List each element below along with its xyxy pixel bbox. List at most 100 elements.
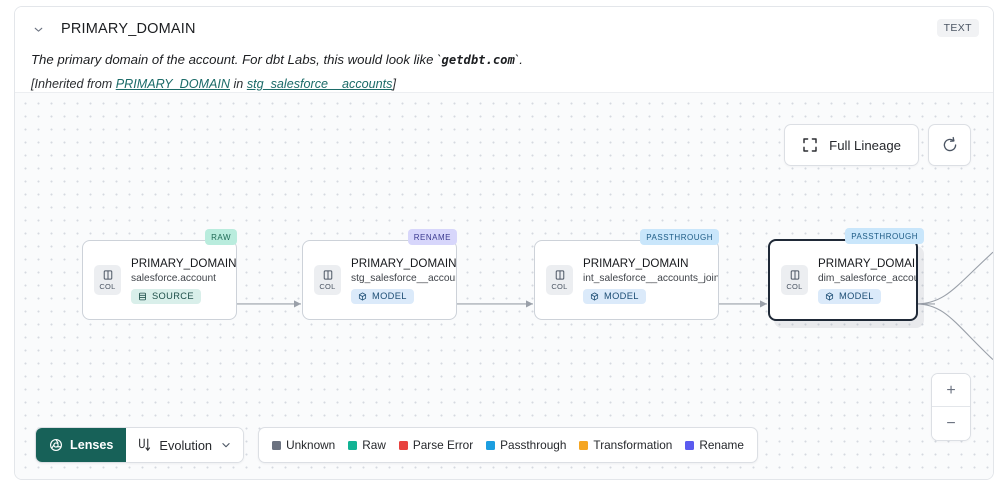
evolution-dropdown[interactable]: Evolution [126, 428, 244, 462]
node-1-pill-label: SOURCE [152, 291, 194, 301]
refresh-button[interactable] [928, 124, 971, 166]
node-1-col-label: COL [99, 282, 116, 291]
column-icon: COL [314, 265, 341, 295]
inherited-column-link[interactable]: PRIMARY_DOMAIN [115, 76, 230, 91]
legend-swatch [486, 440, 496, 450]
node-2-pill-label: MODEL [372, 291, 407, 301]
database-icon [139, 292, 146, 300]
zoom-controls: + − [931, 373, 971, 441]
status-badge: TEXT [936, 19, 979, 37]
lenses-label: Lenses [70, 438, 114, 452]
legend-swatch [348, 440, 358, 450]
column-icon: COL [546, 265, 573, 295]
cube-icon [825, 291, 834, 301]
legend-label: Rename [699, 438, 744, 452]
lineage-canvas[interactable]: Full Lineage RAW [15, 92, 993, 479]
node-4-title: PRIMARY_DOMAIN [818, 256, 916, 270]
node-1-tag: RAW [205, 229, 237, 245]
description-suffix: `. [514, 52, 523, 67]
node-3-type-pill: MODEL [583, 288, 646, 304]
legend-swatch [579, 440, 589, 450]
evolution-icon [137, 437, 151, 453]
legend-label: Unknown [286, 438, 336, 452]
lineage-legend: Unknown Raw Parse Error Passthrough [258, 427, 758, 463]
chevron-down-icon[interactable] [29, 20, 47, 38]
arrowhead-3 [760, 300, 767, 308]
node-2-body: PRIMARY_DOMAIN stg_salesforce__accounts … [351, 257, 456, 304]
cube-icon [590, 291, 599, 301]
node-3-title: PRIMARY_DOMAIN [583, 256, 689, 270]
lineage-node-3[interactable]: PASSTHROUGH COL PRIMARY_DOMAIN int_sales… [534, 229, 719, 320]
column-detail-card: PRIMARY_DOMAIN TEXT The primary domain o… [14, 6, 994, 480]
node-2-type-pill: MODEL [351, 288, 414, 304]
inherited-from-line: [Inherited from PRIMARY_DOMAIN in stg_sa… [15, 77, 993, 92]
node-3-col-label: COL [551, 282, 568, 291]
card-header: PRIMARY_DOMAIN TEXT The primary domain o… [15, 7, 993, 92]
node-4-pill-label: MODEL [839, 291, 874, 301]
node-2-title: PRIMARY_DOMAIN [351, 256, 456, 270]
legend-swatch [398, 440, 408, 450]
node-1-subtitle: salesforce.account [131, 272, 216, 284]
inherited-middle: in [230, 76, 247, 91]
full-lineage-label: Full Lineage [829, 137, 901, 153]
node-2-subtitle: stg_salesforce__accounts [351, 272, 456, 284]
chevron-down-icon [220, 439, 232, 451]
inherited-model-link[interactable]: stg_salesforce__accounts [246, 76, 393, 91]
legend-label: Transformation [593, 438, 673, 452]
column-description: The primary domain of the account. For d… [15, 52, 993, 68]
legend-label: Passthrough [500, 438, 567, 452]
legend-item: Unknown [272, 438, 335, 452]
lens-icon [49, 438, 63, 452]
lineage-node-2[interactable]: RENAME COL PRIMARY_DOMAIN stg_salesforce… [302, 229, 457, 320]
refresh-icon [941, 136, 959, 154]
lineage-edges [236, 251, 993, 361]
legend-item: Raw [348, 438, 386, 452]
inherited-prefix: [Inherited from [31, 76, 116, 91]
node-3-tag: PASSTHROUGH [640, 229, 719, 245]
lenses-evolution-group: Lenses Evolution [35, 427, 245, 463]
legend-item: Parse Error [398, 438, 474, 452]
node-1-body: PRIMARY_DOMAIN__C salesforce.account SOU… [131, 257, 236, 304]
zoom-in-button[interactable]: + [932, 374, 970, 407]
column-icon: COL [94, 265, 121, 295]
node-3-subtitle: int_salesforce__accounts_joined [583, 272, 718, 284]
legend-label: Raw [362, 438, 386, 452]
legend-swatch [685, 440, 695, 450]
node-1-type-pill: SOURCE [131, 288, 201, 304]
arrowhead-1 [294, 300, 301, 308]
lineage-node-4[interactable]: PASSTHROUGH COL PRIMARY_DOMAIN dim_sales… [768, 228, 924, 321]
legend-label: Parse Error [412, 438, 474, 452]
expand-corners-icon [802, 137, 818, 153]
node-1-title: PRIMARY_DOMAIN__C [131, 256, 236, 270]
node-3-pill-label: MODEL [604, 291, 639, 301]
node-3-body: PRIMARY_DOMAIN int_salesforce__accounts_… [583, 257, 718, 304]
title-row: PRIMARY_DOMAIN [15, 7, 993, 45]
legend-swatch [272, 440, 282, 450]
evolution-label: Evolution [159, 437, 213, 453]
lenses-button[interactable]: Lenses [36, 428, 127, 462]
edge-4-branch-up [915, 251, 993, 305]
node-4-body: PRIMARY_DOMAIN dim_salesforce_accounts M… [818, 257, 916, 304]
cube-icon [358, 291, 367, 301]
legend-item: Transformation [579, 438, 672, 452]
description-prefix: The primary domain of the account. For d… [31, 52, 442, 67]
node-4-col-label: COL [786, 282, 803, 291]
node-2-tag: RENAME [407, 229, 457, 245]
lineage-node-1[interactable]: RAW COL PRIMARY_DOMAIN__C salesforce.acc… [82, 229, 237, 320]
node-4-type-pill: MODEL [818, 288, 881, 304]
page-title: PRIMARY_DOMAIN [61, 21, 196, 37]
description-code: getdbt.com [441, 53, 515, 67]
zoom-out-button[interactable]: − [932, 407, 970, 440]
node-4-tag: PASSTHROUGH [845, 228, 924, 244]
node-4-subtitle: dim_salesforce_accounts [818, 272, 916, 284]
canvas-bottom-bar: Lenses Evolution [35, 427, 758, 463]
legend-item: Passthrough [486, 438, 566, 452]
full-lineage-button[interactable]: Full Lineage [784, 124, 919, 166]
inherited-suffix: ] [392, 76, 396, 91]
arrowhead-2 [526, 300, 533, 308]
column-icon: COL [781, 265, 808, 295]
edge-4-branch-down [915, 303, 993, 361]
node-2-col-label: COL [319, 282, 336, 291]
canvas-top-controls: Full Lineage [784, 124, 971, 166]
